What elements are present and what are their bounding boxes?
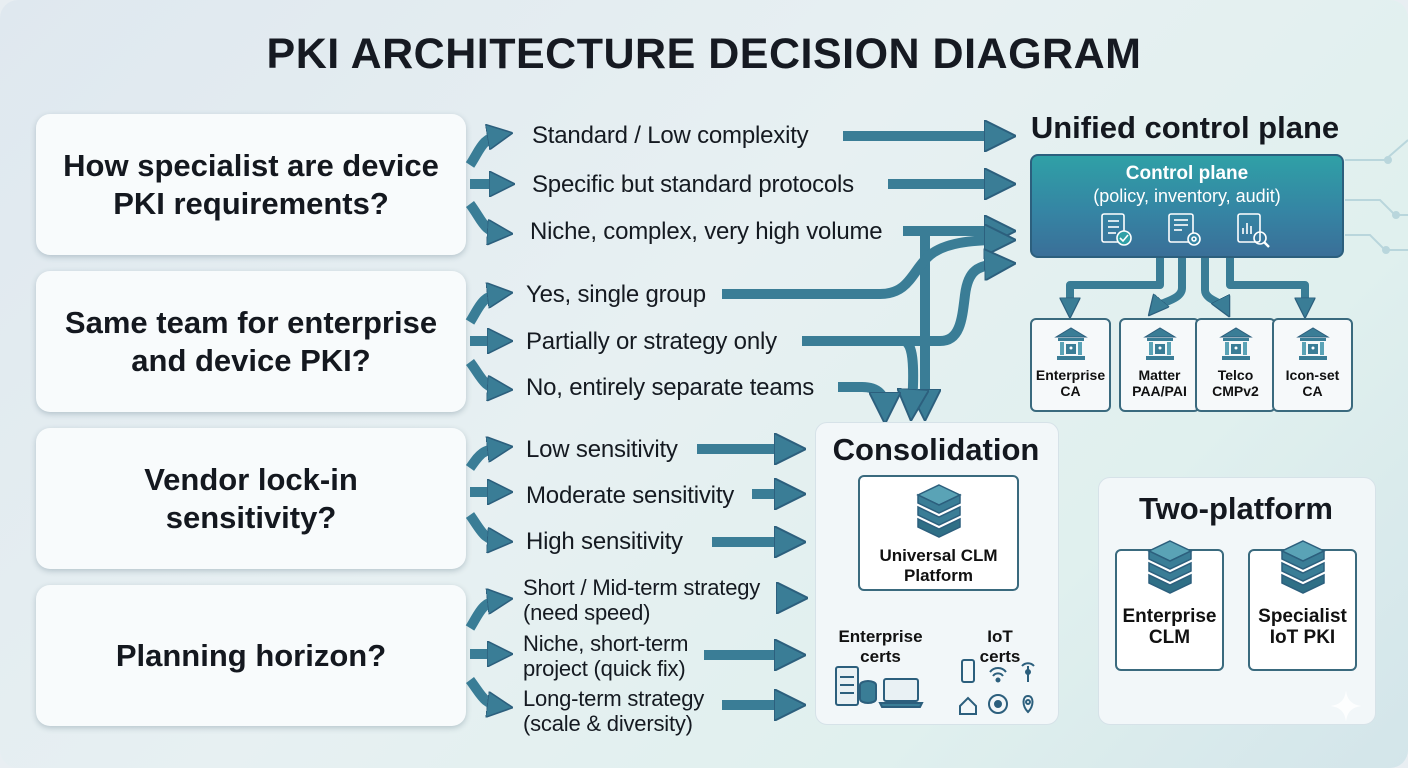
- enterprise-clm-box: Enterprise CLM: [1115, 540, 1224, 671]
- branch-arrow-q2-3: [465, 359, 500, 389]
- question-box-4: Planning horizon?: [36, 585, 466, 726]
- consolidation-heading: Consolidation: [832, 432, 1040, 467]
- control-plane-subtitle: (policy, inventory, audit): [1093, 186, 1281, 206]
- cp-arrow-matter: [1155, 255, 1186, 308]
- server-stack-icon: [1146, 540, 1193, 594]
- question-box-1: How specialist are device PKI requiremen…: [36, 114, 466, 255]
- question-text-1: How specialist are device PKI requiremen…: [63, 147, 439, 221]
- universal-clm-box: Universal CLM Platform: [858, 475, 1019, 591]
- question-box-3: Vendor lock-in sensitivity?: [36, 428, 466, 569]
- analytics-search-icon: [1237, 213, 1270, 248]
- option-single-group: Yes, single group: [526, 281, 706, 308]
- control-plane-title: Control plane: [1125, 163, 1249, 184]
- branch-arrow-q3-3: [465, 512, 500, 541]
- control-plane-box: Control plane (policy, inventory, audit): [1030, 154, 1344, 258]
- control-plane-icons: [1101, 213, 1270, 248]
- option-standard: Standard / Low complexity: [532, 122, 809, 149]
- flow-arrow-single-group: [722, 240, 1000, 299]
- specialist-iot-pki-box: Specialist IoT PKI: [1248, 540, 1357, 671]
- checklist-icon: [1101, 213, 1132, 246]
- branch-arrow-q3-1: [465, 448, 500, 471]
- ca-label-enterprise: Enterprise CA: [1035, 367, 1106, 399]
- option-long-term: Long-term strategy (scale & diversity): [523, 686, 705, 736]
- question-text-4: Planning horizon?: [115, 637, 387, 673]
- bank-lock-icon: [1142, 327, 1177, 360]
- question-text-3: Vendor lock-in sensitivity?: [144, 461, 358, 535]
- universal-clm-label: Universal CLM Platform: [879, 546, 998, 585]
- option-separate-teams: No, entirely separate teams: [526, 374, 815, 401]
- two-platform-heading: Two-platform: [1138, 491, 1333, 526]
- iot-devices-icon: [959, 659, 1035, 715]
- server-stack-icon: [915, 484, 962, 538]
- enterprise-clm-label: Enterprise CLM: [1122, 606, 1217, 648]
- ca-label-telco: Telco CMPv2: [1212, 367, 1259, 399]
- option-high-sensitivity: High sensitivity: [526, 528, 683, 555]
- option-niche-project: Niche, short-term project (quick fix): [523, 631, 689, 681]
- server-stack-icon: [1279, 540, 1326, 594]
- option-short-term: Short / Mid-term strategy (need speed): [523, 575, 761, 625]
- branch-arrow-q2-1: [465, 294, 500, 325]
- server-laptop-icon: [835, 666, 924, 708]
- flow-arrow-partially: [802, 264, 1000, 346]
- iot-certs-label: IoT certs: [979, 627, 1021, 666]
- ca-box-telco: Telco CMPv2: [1195, 318, 1276, 412]
- cp-arrow-iconset: [1226, 255, 1305, 308]
- settings-document-icon: [1168, 213, 1201, 246]
- bank-lock-icon: [1295, 327, 1330, 360]
- ca-label-iconset: Icon-set CA: [1285, 367, 1340, 399]
- branch-arrow-q4-3: [465, 677, 500, 706]
- branch-arrow-q4-1: [465, 600, 500, 631]
- flow-arrow-partially-down: [905, 336, 913, 405]
- sparkle-icon: [1330, 690, 1362, 722]
- question-box-2: Same team for enterprise and device PKI?: [36, 271, 466, 412]
- bank-lock-icon: [1053, 327, 1088, 360]
- ca-box-iconset: Icon-set CA: [1272, 318, 1353, 412]
- specialist-iot-pki-label: Specialist IoT PKI: [1258, 606, 1347, 648]
- option-moderate-sensitivity: Moderate sensitivity: [526, 482, 735, 509]
- option-niche-complex: Niche, complex, very high volume: [530, 218, 883, 245]
- unified-heading: Unified control plane: [1030, 110, 1340, 145]
- branch-arrow-q1-1: [465, 135, 500, 168]
- option-partially: Partially or strategy only: [526, 328, 777, 355]
- cp-arrow-enterprise: [1070, 255, 1164, 308]
- ca-box-enterprise: Enterprise CA: [1030, 318, 1111, 412]
- ca-box-matter: Matter PAA/PAI: [1119, 318, 1200, 412]
- ca-label-matter: Matter PAA/PAI: [1132, 367, 1187, 399]
- cp-arrow-telco: [1201, 255, 1225, 308]
- option-low-sensitivity: Low sensitivity: [526, 436, 678, 463]
- flow-arrow-separate: [838, 382, 885, 408]
- diagram-title: PKI ARCHITECTURE DECISION DIAGRAM: [266, 30, 1142, 78]
- question-text-2: Same team for enterprise and device PKI?: [64, 304, 438, 378]
- enterprise-certs-label: Enterprise certs: [838, 627, 923, 666]
- circuit-decoration: [1345, 139, 1408, 254]
- option-specific-protocols: Specific but standard protocols: [532, 171, 854, 198]
- bank-lock-icon: [1218, 327, 1253, 360]
- branch-arrow-q1-3: [465, 201, 500, 233]
